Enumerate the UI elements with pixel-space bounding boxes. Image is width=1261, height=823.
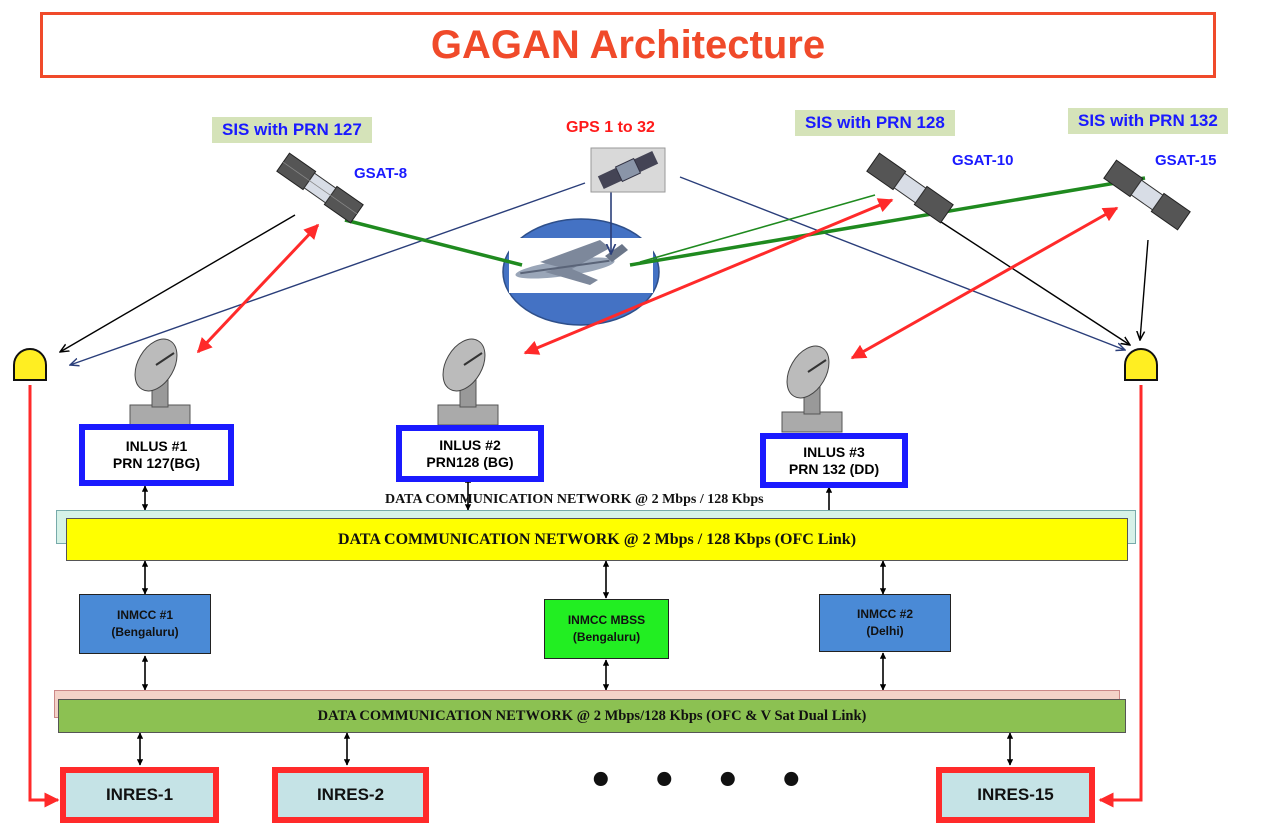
uplink-inlus1 [196, 223, 320, 354]
receiver-dome-left [13, 348, 47, 381]
gps-link-left [70, 182, 586, 365]
inres-box-15: INRES-15 [936, 767, 1095, 823]
inmcc-mbss-city: (Bengaluru) [572, 630, 641, 644]
sat-name-gsat10: GSAT-10 [952, 152, 1014, 169]
inmcc-1-city: (Bengaluru) [111, 625, 179, 639]
sat-link-right-2 [1140, 239, 1149, 340]
side-link-inres15 [1098, 385, 1143, 808]
inlus-3-prn: PRN 132 (DD) [788, 460, 880, 477]
inlus-box-3: INLUS #3 PRN 132 (DD) [760, 433, 908, 488]
inmcc-mbss-title: INMCC MBSS [567, 613, 646, 627]
dish-antenna-3 [781, 345, 843, 433]
inlus-box-2: INLUS #2 PRN128 (BG) [396, 425, 544, 482]
inlus-box-1: INLUS #1 PRN 127(BG) [79, 424, 234, 486]
sis-link-gsat15 [629, 176, 1146, 267]
inmcc-box-1: INMCC #1 (Bengaluru) [79, 594, 211, 654]
gps-label: GPS 1 to 32 [566, 119, 655, 136]
page-title: GAGAN Architecture [430, 22, 826, 67]
inlus-1-title: INLUS #1 [125, 438, 188, 454]
dcn-top-bar: DATA COMMUNICATION NETWORK @ 2 Mbps / 12… [66, 518, 1128, 561]
vertical-links [136, 476, 1014, 766]
inres-1-label: INRES-1 [105, 785, 174, 804]
dish-antenna-1 [129, 338, 191, 426]
dcn-bottom-label: DATA COMMUNICATION NETWORK @ 2 Mbps/128 … [317, 707, 867, 724]
inlus-3-title: INLUS #3 [803, 443, 865, 460]
side-link-inres1 [28, 385, 60, 808]
title-box: GAGAN Architecture [40, 12, 1216, 78]
uplink-inlus3 [850, 206, 1119, 360]
inlus-2-title: INLUS #2 [439, 436, 501, 453]
gps-satellite-icon [590, 147, 666, 193]
uplink-inlus2 [523, 198, 894, 355]
inres-2-label: INRES-2 [316, 785, 385, 804]
satellite-icon-gsat15 [1103, 159, 1191, 231]
dish-antenna-2 [437, 338, 499, 426]
sat-name-gsat15: GSAT-15 [1155, 152, 1217, 169]
gps-link-right [679, 176, 1125, 350]
inlus-2-prn: PRN128 (BG) [426, 453, 514, 470]
dcn-bottom-bar: DATA COMMUNICATION NETWORK @ 2 Mbps/128 … [58, 699, 1126, 733]
sis-label-prn127: SIS with PRN 127 [212, 117, 372, 143]
inmcc-box-2: INMCC #2 (Delhi) [819, 594, 951, 652]
inlus-1-prn: PRN 127(BG) [112, 455, 201, 471]
dcn-top-back-label: DATA COMMUNICATION NETWORK @ 2 Mbps / 12… [385, 492, 764, 507]
sis-link-gsat8 [344, 218, 523, 267]
inres-15-label: INRES-15 [977, 785, 1054, 804]
satellite-icon-gsat10 [866, 152, 954, 224]
inres-box-2: INRES-2 [272, 767, 429, 823]
satellite-icon-gsat8 [276, 152, 364, 224]
sis-label-prn132: SIS with PRN 132 [1068, 108, 1228, 134]
receiver-dome-right [1124, 348, 1158, 381]
sat-link-left [60, 214, 296, 352]
inmcc-1-title: INMCC #1 [116, 608, 173, 622]
ellipsis-dots: • • • • [588, 758, 817, 804]
inres-box-1: INRES-1 [60, 767, 219, 823]
inmcc-2-title: INMCC #2 [856, 607, 913, 621]
sat-name-gsat8: GSAT-8 [354, 165, 408, 182]
sat-link-right-1 [934, 217, 1130, 345]
dcn-top-label: DATA COMMUNICATION NETWORK @ 2 Mbps / 12… [337, 530, 857, 548]
inmcc-box-mbss: INMCC MBSS (Bengaluru) [544, 599, 669, 659]
inmcc-2-city: (Delhi) [866, 624, 904, 638]
sis-label-prn128: SIS with PRN 128 [795, 110, 955, 136]
